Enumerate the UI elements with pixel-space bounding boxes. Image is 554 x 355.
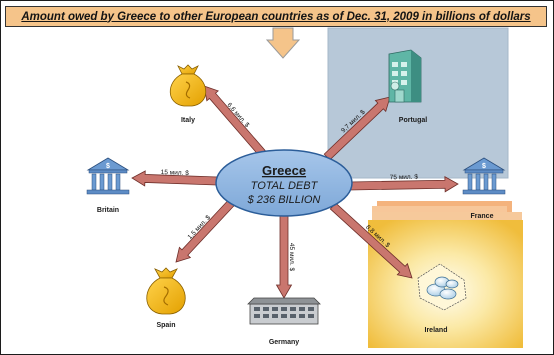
coins-icon: [417, 263, 467, 311]
label-ireland: Ireland: [425, 327, 448, 334]
money-bag-icon: [169, 64, 207, 107]
title-bar: Amount owed by Greece to other European …: [5, 6, 547, 27]
portugal-panel: [328, 28, 508, 178]
label-france: France: [471, 213, 494, 220]
title: Amount owed by Greece to other European …: [21, 10, 531, 23]
label-portugal: Portugal: [399, 117, 427, 124]
label-spain: Spain: [156, 322, 175, 329]
greece-total-value: $ 236 BILLION: [247, 194, 321, 206]
amount-britain: 15 мил. $: [161, 169, 190, 177]
greece-total-label: TOTAL DEBT: [251, 180, 319, 192]
down-arrow-icon: [265, 27, 301, 59]
greece-node: Greece TOTAL DEBT $ 236 BILLION: [215, 149, 353, 217]
arrow-germany: 45 мил. $: [275, 215, 295, 299]
arrow-shape-spain: [175, 198, 236, 263]
arrow-shape-italy: [203, 85, 266, 157]
svg-text:$: $: [106, 163, 110, 170]
amount-france: 75 мил. $: [390, 174, 419, 182]
arrow-france: 75 мил. $: [349, 174, 459, 193]
arrow-shape-germany: [275, 215, 293, 299]
portugal-panel-edge: [327, 27, 509, 179]
arrows: 6,6 мил. $9,7 мил. $15 мил. $75 мил. $1,…: [131, 85, 459, 299]
label-italy: Italy: [181, 117, 195, 124]
arrow-spain: 1,5 мил. $: [175, 198, 236, 263]
bank-icon: $: [86, 157, 130, 195]
arrow-shape-ireland: [329, 202, 413, 279]
amount-germany: 45 мил. $: [288, 243, 295, 272]
svg-text:$: $: [482, 163, 486, 170]
greece-ellipse: [215, 149, 353, 217]
arrow-shape-portugal: [323, 96, 391, 161]
arrow-shape-britain: [131, 170, 218, 187]
money-bag-icon: [146, 267, 186, 315]
arrow-shape-france: [349, 176, 459, 193]
greece-name: Greece: [262, 163, 306, 178]
office-building-icon: [388, 49, 422, 103]
arrow-britain: 15 мил. $: [131, 169, 218, 187]
label-britain: Britain: [97, 207, 119, 214]
bank-icon: $: [462, 157, 506, 195]
arrow-italy: 6,6 мил. $: [203, 85, 266, 157]
factory-icon: [247, 297, 321, 325]
label-germany: Germany: [269, 339, 299, 346]
